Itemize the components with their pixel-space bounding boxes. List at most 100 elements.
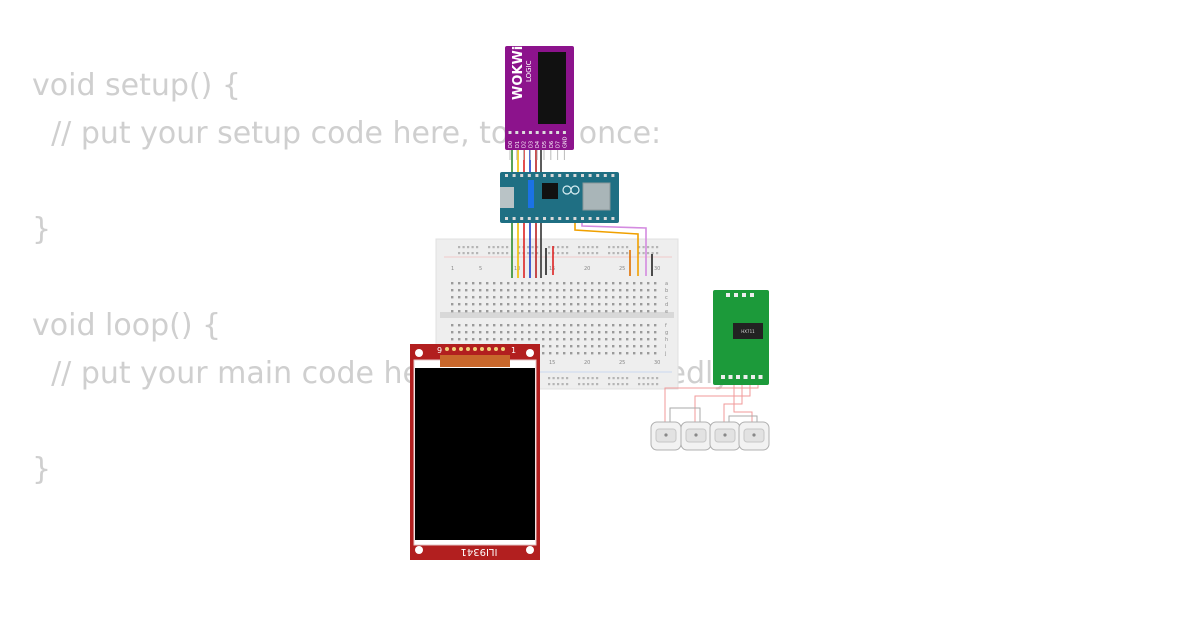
breadboard-hole[interactable] xyxy=(563,289,566,292)
rail-hole[interactable] xyxy=(626,246,629,249)
rail-hole[interactable] xyxy=(596,383,599,386)
breadboard-hole[interactable] xyxy=(549,282,552,285)
breadboard-hole[interactable] xyxy=(605,310,608,313)
breadboard-hole[interactable] xyxy=(640,310,643,313)
breadboard-hole[interactable] xyxy=(654,331,657,334)
rail-hole[interactable] xyxy=(591,377,594,380)
arduino-header-pin[interactable] xyxy=(565,174,569,177)
arduino-header-pin[interactable] xyxy=(596,174,600,177)
breadboard-hole[interactable] xyxy=(514,324,517,327)
arduino-header-pin[interactable] xyxy=(512,174,516,177)
breadboard-hole[interactable] xyxy=(633,324,636,327)
breadboard-hole[interactable] xyxy=(570,289,573,292)
breadboard-hole[interactable] xyxy=(521,331,524,334)
breadboard-hole[interactable] xyxy=(507,282,510,285)
breadboard-hole[interactable] xyxy=(500,324,503,327)
rail-hole[interactable] xyxy=(548,252,551,255)
rail-hole[interactable] xyxy=(617,377,620,380)
rail-hole[interactable] xyxy=(552,377,555,380)
breadboard-hole[interactable] xyxy=(493,282,496,285)
breadboard-hole[interactable] xyxy=(507,331,510,334)
breadboard-hole[interactable] xyxy=(591,352,594,355)
arduino-header-pin[interactable] xyxy=(603,174,607,177)
rail-hole[interactable] xyxy=(582,383,585,386)
hx711-pin[interactable] xyxy=(721,375,725,379)
breadboard-hole[interactable] xyxy=(500,289,503,292)
display-pin[interactable] xyxy=(445,347,449,351)
breadboard-hole[interactable] xyxy=(584,296,587,299)
breadboard-hole[interactable] xyxy=(647,324,650,327)
breadboard-hole[interactable] xyxy=(451,303,454,306)
breadboard-hole[interactable] xyxy=(514,296,517,299)
arduino-header-pin[interactable] xyxy=(527,217,531,220)
rail-hole[interactable] xyxy=(596,377,599,380)
breadboard-hole[interactable] xyxy=(626,282,629,285)
breadboard-hole[interactable] xyxy=(605,331,608,334)
breadboard-hole[interactable] xyxy=(465,289,468,292)
breadboard-hole[interactable] xyxy=(598,345,601,348)
hx711-pin[interactable] xyxy=(726,293,730,297)
rail-hole[interactable] xyxy=(621,246,624,249)
wire-loadcell-bridge-1[interactable] xyxy=(669,407,701,424)
breadboard-hole[interactable] xyxy=(451,331,454,334)
breadboard-hole[interactable] xyxy=(591,282,594,285)
breadboard-hole[interactable] xyxy=(654,282,657,285)
rail-hole[interactable] xyxy=(617,383,620,386)
rail-hole[interactable] xyxy=(591,383,594,386)
breadboard-hole[interactable] xyxy=(451,324,454,327)
logic-analyzer-pin[interactable] xyxy=(508,131,512,134)
breadboard-hole[interactable] xyxy=(605,352,608,355)
breadboard-hole[interactable] xyxy=(486,296,489,299)
breadboard-hole[interactable] xyxy=(514,338,517,341)
rail-hole[interactable] xyxy=(591,246,594,249)
breadboard-hole[interactable] xyxy=(640,303,643,306)
breadboard-hole[interactable] xyxy=(556,289,559,292)
breadboard-hole[interactable] xyxy=(549,289,552,292)
breadboard-hole[interactable] xyxy=(563,338,566,341)
arduino-header-pin[interactable] xyxy=(588,217,592,220)
breadboard-hole[interactable] xyxy=(486,310,489,313)
breadboard-hole[interactable] xyxy=(486,289,489,292)
breadboard-hole[interactable] xyxy=(493,289,496,292)
breadboard-hole[interactable] xyxy=(584,310,587,313)
logic-analyzer-pin[interactable] xyxy=(562,131,566,134)
arduino-header-pin[interactable] xyxy=(527,174,531,177)
breadboard-hole[interactable] xyxy=(598,296,601,299)
display-pins[interactable] xyxy=(445,347,505,351)
rail-hole[interactable] xyxy=(642,383,645,386)
rail-hole[interactable] xyxy=(506,246,509,249)
breadboard-hole[interactable] xyxy=(535,310,538,313)
breadboard-hole[interactable] xyxy=(479,282,482,285)
rail-hole[interactable] xyxy=(548,383,551,386)
rail-hole[interactable] xyxy=(608,383,611,386)
logic-analyzer-pin[interactable] xyxy=(535,131,539,134)
breadboard-hole[interactable] xyxy=(598,324,601,327)
breadboard-hole[interactable] xyxy=(549,338,552,341)
breadboard-hole[interactable] xyxy=(654,303,657,306)
breadboard-hole[interactable] xyxy=(507,310,510,313)
breadboard-hole[interactable] xyxy=(647,303,650,306)
arduino-header-pin[interactable] xyxy=(505,174,508,177)
rail-hole[interactable] xyxy=(596,252,599,255)
logic-analyzer-pin[interactable] xyxy=(522,131,526,134)
rail-hole[interactable] xyxy=(626,252,629,255)
breadboard-hole[interactable] xyxy=(570,310,573,313)
rail-hole[interactable] xyxy=(587,252,590,255)
display-pin[interactable] xyxy=(501,347,505,351)
breadboard-hole[interactable] xyxy=(507,324,510,327)
breadboard-hole[interactable] xyxy=(591,296,594,299)
hx711-pin[interactable] xyxy=(751,375,755,379)
rail-hole[interactable] xyxy=(497,246,500,249)
hx711-pin[interactable] xyxy=(743,375,748,379)
arduino-pins[interactable] xyxy=(505,174,615,220)
rail-hole[interactable] xyxy=(501,246,504,249)
arduino-header-pin[interactable] xyxy=(512,217,516,220)
breadboard-hole[interactable] xyxy=(549,324,552,327)
rail-hole[interactable] xyxy=(471,252,474,255)
breadboard-hole[interactable] xyxy=(493,303,496,306)
breadboard-hole[interactable] xyxy=(633,331,636,334)
breadboard-hole[interactable] xyxy=(577,324,580,327)
rail-hole[interactable] xyxy=(548,246,551,249)
wire-violet[interactable] xyxy=(581,222,647,276)
